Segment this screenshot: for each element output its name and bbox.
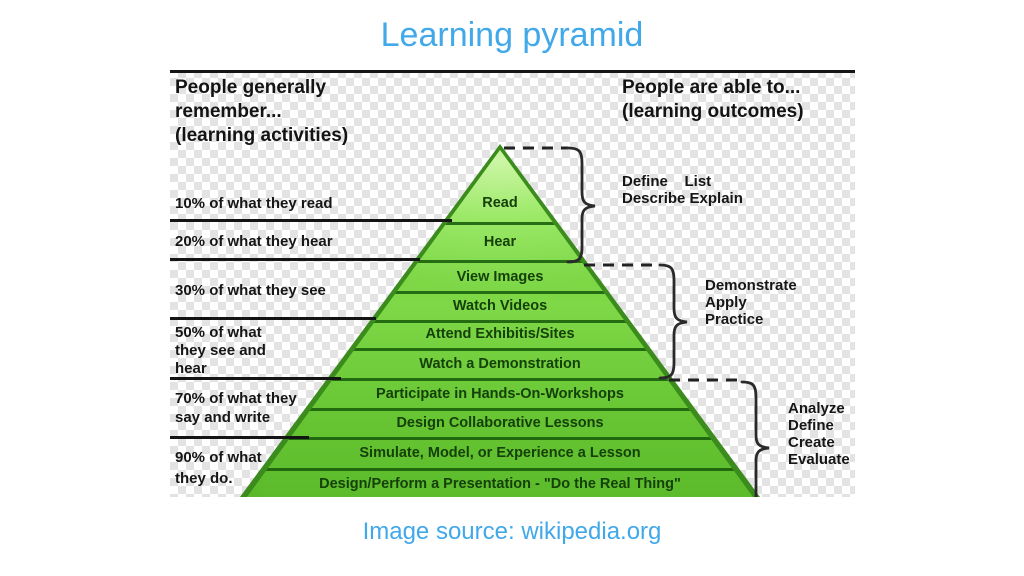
activity-50-percent: 50% of what they see and hear: [175, 324, 266, 377]
top-divider-line: [170, 70, 855, 73]
right-header-line: (learning outcomes): [622, 101, 804, 122]
separator-line: [170, 317, 376, 320]
image-source-caption: Image source: wikipedia.org: [362, 518, 662, 545]
separator-line: [170, 258, 420, 261]
pyramid-divider: [247, 408, 753, 411]
pyramid-level-workshops: Participate in Hands-On-Workshops: [376, 386, 624, 402]
pyramid-level-attend-exhibits: Attend Exhibitis/Sites: [425, 326, 575, 342]
learning-pyramid-image: People generally remember... (learning a…: [170, 70, 855, 497]
pyramid-level-hear: Hear: [483, 234, 517, 250]
activity-20-percent: 20% of what they hear: [175, 233, 333, 250]
pyramid-divider: [247, 291, 753, 294]
pyramid-level-simulate: Simulate, Model, or Experience a Lesson: [359, 445, 641, 461]
outcomes-group-2: Demonstrate Apply Practice: [705, 277, 797, 328]
activity-90-percent: 90% of what they do.: [175, 449, 262, 487]
pyramid-divider: [247, 348, 753, 351]
left-header-line: remember...: [175, 101, 282, 122]
pyramid-level-watch-videos: Watch Videos: [452, 298, 548, 314]
activity-10-percent: 10% of what they read: [175, 195, 333, 212]
separator-line: [170, 219, 452, 222]
pyramid-level-read: Read: [482, 195, 518, 211]
pyramid-divider: [247, 260, 753, 263]
activity-70-percent: 70% of what they say and write: [175, 390, 297, 426]
left-header-line: People generally: [175, 77, 327, 98]
page-title: Learning pyramid: [380, 16, 644, 54]
pyramid-level-view-images: View Images: [456, 269, 544, 285]
pyramid-divider: [247, 378, 753, 381]
activity-30-percent: 30% of what they see: [175, 282, 326, 299]
right-header-line: People are able to...: [622, 77, 801, 98]
left-column-header: People generally remember... (learning a…: [175, 76, 348, 148]
pyramid-divider: [247, 320, 753, 323]
outcomes-group-3: Analyze Define Create Evaluate: [788, 400, 850, 468]
pyramid-divider: [247, 222, 753, 225]
pyramid-level-watch-demonstration: Watch a Demonstration: [419, 356, 581, 372]
pyramid-divider: [247, 468, 753, 471]
pyramid-level-presentation: Design/Perform a Presentation - "Do the …: [319, 476, 681, 492]
right-column-header: People are able to... (learning outcomes…: [622, 76, 804, 124]
separator-line: [170, 436, 309, 439]
pyramid-divider: [247, 437, 753, 440]
outcomes-group-1: Define List Describe Explain: [622, 173, 743, 207]
pyramid-level-collaborative-lessons: Design Collaborative Lessons: [396, 415, 604, 431]
left-header-line: (learning activities): [175, 125, 349, 146]
separator-line: [170, 377, 341, 380]
